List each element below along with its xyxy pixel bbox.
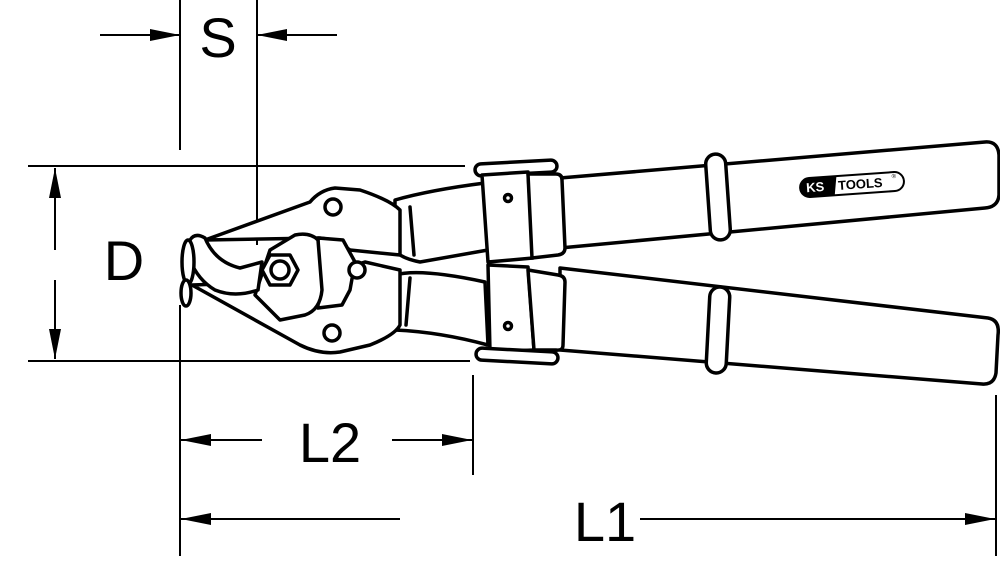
logo-registered: ® [891, 173, 896, 180]
hook-blade [188, 233, 264, 296]
upper-arm-seam [408, 205, 416, 257]
dimension-label-l2: L2 [299, 411, 361, 474]
blade-tip-lower [179, 278, 193, 308]
dimension-d: D [28, 165, 470, 362]
dimension-l2: L2 [179, 305, 474, 556]
upper-arm [393, 181, 490, 264]
lower-arm [393, 270, 490, 347]
lower-collar-rivet [502, 320, 514, 332]
pivot-bolt-middle [347, 260, 367, 280]
lower-collar-back [526, 268, 567, 352]
dimension-label-d: D [104, 229, 144, 292]
lower-grip-ring [704, 285, 732, 375]
logo-tools: TOOLS [838, 175, 884, 193]
upper-collar-back [526, 172, 567, 260]
dimension-l1: L1 [181, 395, 997, 556]
upper-handle-grip [558, 140, 1000, 250]
upper-grip-ring [703, 152, 733, 242]
hex-nut-bore [269, 259, 291, 281]
lower-handle-grip [558, 266, 1000, 386]
dimension-s: S [100, 0, 337, 245]
blade-tip-edge [180, 238, 196, 286]
ks-tools-logo: KS TOOLS ® [799, 171, 905, 198]
pivot-bolt-bottom [322, 323, 342, 343]
lower-collar-cap [474, 346, 560, 366]
ratchet-segment [316, 236, 357, 310]
lower-arm-seam [404, 276, 412, 327]
upper-collar-rivet [502, 192, 514, 204]
pivot-bolt-top [323, 197, 343, 217]
dimension-label-l1: L1 [574, 490, 636, 553]
dimension-label-s: S [199, 6, 236, 69]
logo-ks: KS [806, 179, 825, 195]
upper-collar-front [480, 170, 535, 264]
upper-head-plate [203, 186, 402, 257]
cable-cutter [179, 140, 1000, 386]
